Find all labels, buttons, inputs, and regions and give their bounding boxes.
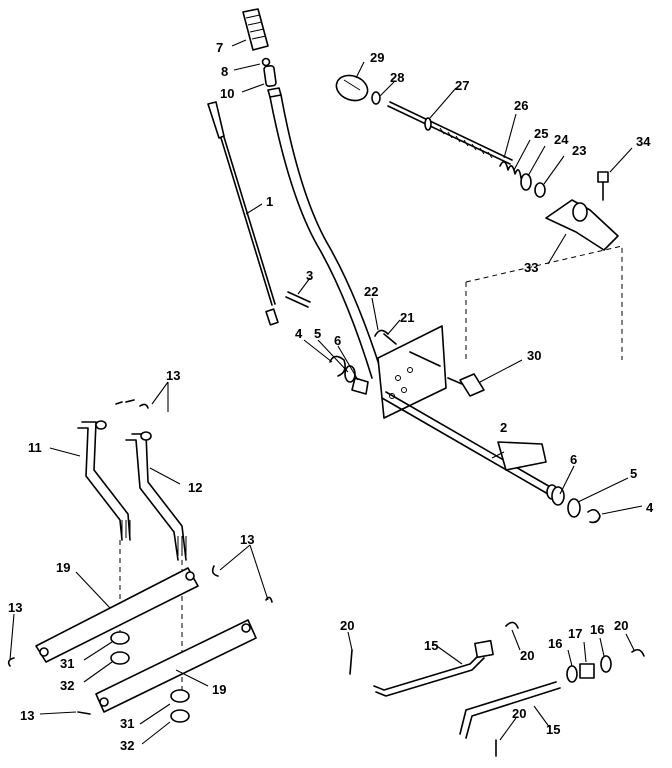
callout-24: 24	[554, 132, 569, 147]
leader-lines	[9, 39, 643, 745]
part-4-5-6-lower-washers	[551, 486, 601, 524]
callout-5-lower: 5	[630, 466, 637, 481]
part-13-clips-top	[115, 399, 149, 409]
callout-27: 27	[455, 78, 469, 93]
part-8-ball	[261, 57, 271, 67]
callout-20-bottom: 20	[512, 706, 526, 721]
threaded-ends	[121, 520, 187, 556]
callout-30: 30	[527, 348, 541, 363]
part-34-bolt	[597, 171, 609, 201]
callout-20-middle: 20	[520, 648, 534, 663]
callout-26: 26	[514, 98, 528, 113]
part-21-22-bolt	[374, 329, 397, 345]
callout-25: 25	[534, 126, 548, 141]
part-12-link	[125, 431, 187, 561]
callout-6-upper: 6	[334, 333, 341, 348]
callout-32-lower: 32	[120, 738, 134, 753]
callout-34: 34	[636, 134, 651, 149]
callout-31-lower: 31	[120, 716, 134, 731]
callout-28: 28	[390, 70, 404, 85]
callout-33: 33	[524, 260, 538, 275]
part-19-lower-arm	[95, 619, 257, 713]
callout-13-top: 13	[166, 368, 180, 383]
part-24-washer	[520, 173, 532, 191]
part-4-5-6-upper-washers	[329, 355, 369, 395]
callout-31-upper: 31	[60, 656, 74, 671]
part-28-washer	[371, 91, 381, 105]
callout-11: 11	[28, 440, 42, 455]
callout-23: 23	[572, 143, 586, 158]
callout-6-lower: 6	[570, 452, 577, 467]
callout-5-upper: 5	[314, 326, 321, 341]
part-19-upper-arm	[35, 567, 199, 663]
callout-2: 2	[500, 420, 507, 435]
callout-19-lower: 19	[212, 682, 226, 697]
callout-20-right: 20	[614, 618, 628, 633]
part-10-button	[263, 64, 277, 88]
part-15-upper-rod	[373, 639, 494, 697]
callout-21: 21	[400, 310, 414, 325]
part-3-pin	[285, 291, 311, 308]
callout-10: 10	[220, 86, 234, 101]
callout-15-upper: 15	[424, 638, 438, 653]
callout-15-lower: 15	[546, 722, 560, 737]
part-mount-plate	[377, 325, 447, 419]
callout-8: 8	[221, 64, 228, 79]
part-30-knob	[447, 373, 485, 397]
part-16-17-18-fasteners	[566, 655, 612, 683]
part-20-cotter-pins	[349, 621, 645, 757]
callout-4-upper: 4	[295, 326, 303, 341]
callout-32-upper: 32	[60, 678, 74, 693]
callout-16-right: 16	[590, 622, 604, 637]
part-13-clips	[7, 565, 273, 715]
callout-3: 3	[306, 268, 313, 283]
part-29-knob	[335, 74, 369, 102]
part-31-32-bushings	[110, 631, 190, 723]
part-lift-handle	[267, 87, 383, 379]
part-7-grip	[242, 8, 269, 51]
part-2-shaft	[381, 391, 558, 500]
dashed-guideline	[465, 245, 623, 360]
callout-16-left: 16	[548, 636, 562, 651]
callout-13-left: 13	[8, 600, 22, 615]
callout-19-upper: 19	[56, 560, 70, 575]
callout-labels: 7 8 10 1 3 4 5 6 22 21 30 2 6 5 4 29 28 …	[8, 40, 654, 753]
callout-20-left: 20	[340, 618, 354, 633]
callout-13-bottom: 13	[20, 708, 34, 723]
callout-22: 22	[364, 284, 378, 299]
callout-17: 17	[568, 626, 582, 641]
callout-1: 1	[266, 194, 273, 209]
callout-7: 7	[216, 40, 223, 55]
callout-4-lower: 4	[646, 500, 654, 515]
callout-29: 29	[370, 50, 384, 65]
callout-13-right: 13	[240, 532, 254, 547]
part-25-spring	[499, 161, 522, 179]
part-15-lower-rod	[459, 681, 561, 739]
callout-12: 12	[188, 480, 202, 495]
part-27-threaded-rod	[387, 101, 513, 165]
part-23-nut	[534, 182, 546, 198]
part-1-rod	[207, 101, 279, 326]
part-11-link	[77, 420, 131, 541]
part-33-bracket	[545, 199, 619, 251]
